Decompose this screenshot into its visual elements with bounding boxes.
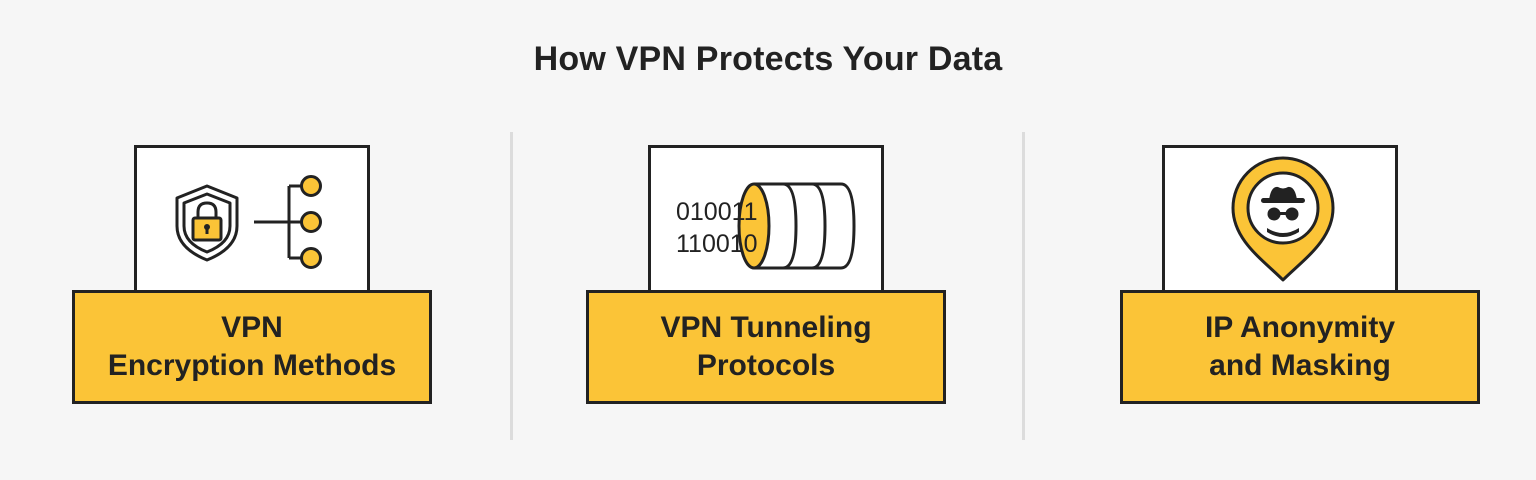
divider-2 [1022, 132, 1025, 440]
card-tunneling-protocols: 010011 110010 VPN Tunneling Protocols [586, 145, 956, 405]
label-line-1: VPN [221, 311, 283, 344]
label-line-2: and Masking [1209, 349, 1391, 382]
label-box: VPN Encryption Methods [72, 290, 432, 404]
icon-panel: 010011 110010 [648, 145, 884, 291]
page-title: How VPN Protects Your Data [533, 40, 1003, 78]
label-box: VPN Tunneling Protocols [586, 290, 946, 404]
label-line-1: VPN Tunneling [660, 311, 872, 344]
label-line-2: Encryption Methods [107, 349, 397, 382]
label-line-1: IP Anonymity [1204, 311, 1396, 344]
shield-lock-network-icon [175, 175, 322, 269]
icon-panel [1162, 145, 1398, 291]
card-ip-anonymity: IP Anonymity and Masking [1120, 145, 1490, 405]
binary-line-2: 110010 [676, 230, 758, 258]
divider-1 [510, 132, 513, 440]
binary-line-1: 010011 [676, 198, 758, 226]
label-box: IP Anonymity and Masking [1120, 290, 1480, 404]
location-pin-incognito-icon [1231, 156, 1335, 282]
binary-tunnel-icon: 010011 110010 [676, 182, 856, 270]
icon-panel [134, 145, 370, 291]
label-line-2: Protocols [696, 349, 836, 382]
card-encryption-methods: VPN Encryption Methods [72, 145, 442, 405]
